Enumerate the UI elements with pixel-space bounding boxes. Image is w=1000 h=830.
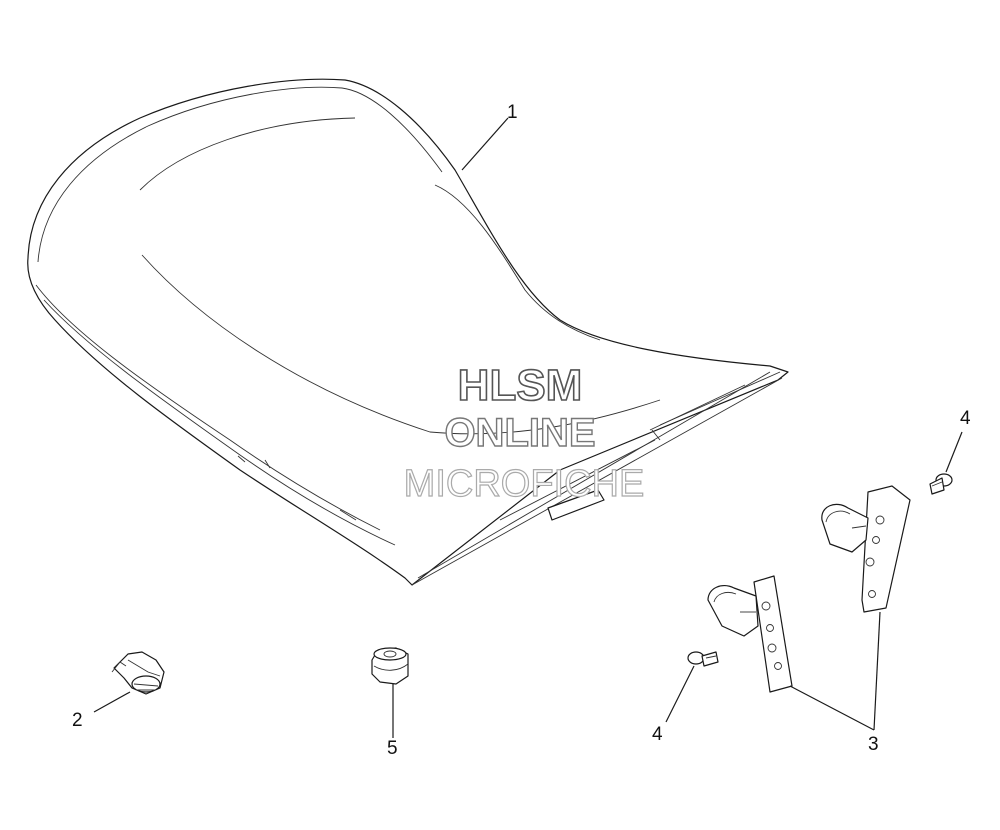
callout-1: 1 [507,102,518,123]
leader-2 [93,691,131,713]
hinge-bracket-part-3-front[interactable] [707,575,793,693]
watermark: HLSM ONLINE MICROFICHE [403,360,645,505]
leader-3b [873,611,881,731]
callout-3: 3 [868,734,879,755]
leader-3a [789,685,875,731]
screw-part-4-lower[interactable] [687,651,719,667]
watermark-line-3: MICROFICHE [404,463,645,505]
callout-4-lower: 4 [652,724,663,745]
callout-numbers: 1 2 3 4 4 5 [72,102,971,759]
screw-part-4-upper[interactable] [929,473,953,495]
clip-part-2[interactable] [111,651,165,695]
grommet-part-5[interactable] [371,647,409,685]
watermark-line-2: ONLINE [444,411,595,455]
callout-2: 2 [72,710,83,731]
callout-5: 5 [387,738,398,759]
leader-4-upper [945,431,963,473]
seat-part-1[interactable] [27,78,789,586]
leader-4-lower [665,665,695,723]
watermark-line-1: HLSM [458,361,583,410]
leader-lines [93,117,963,738]
leader-1 [461,117,509,171]
hinge-bracket-part-3-rear[interactable] [821,485,911,613]
callout-4-upper: 4 [960,408,971,429]
